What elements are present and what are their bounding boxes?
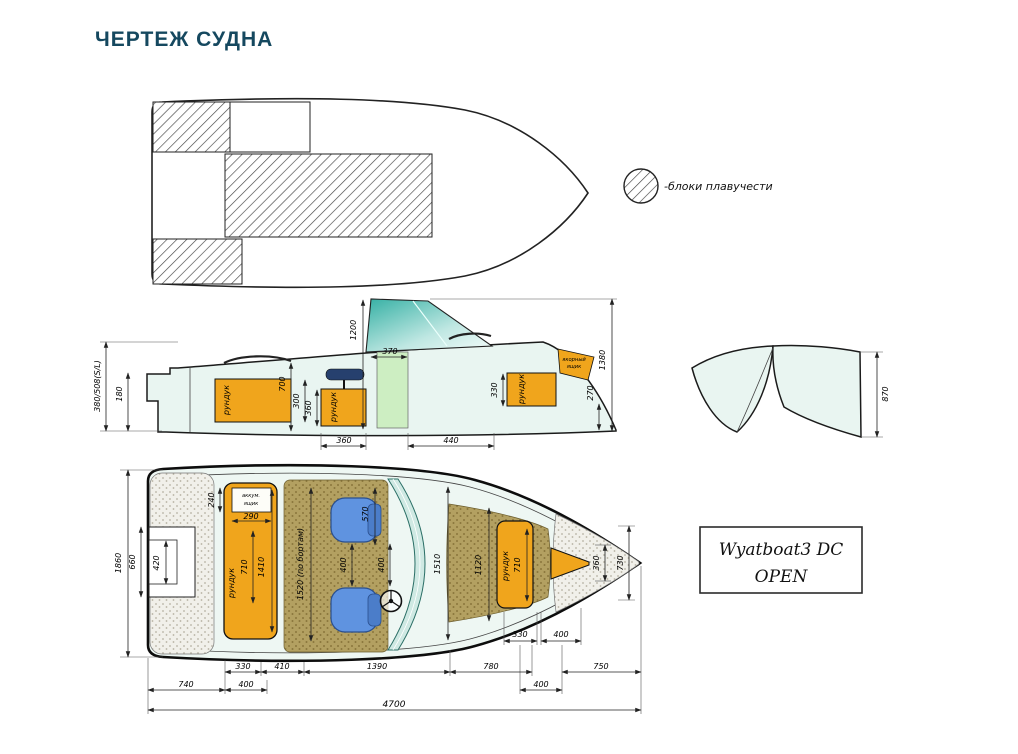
- dim-label: 420: [152, 555, 161, 570]
- dim-label: 750: [593, 662, 608, 671]
- battery-box-label: ящик: [244, 501, 259, 507]
- anchor-box-label: ящик: [567, 364, 582, 370]
- dim-label: 780: [483, 662, 498, 671]
- dim-label: 870: [881, 386, 890, 401]
- dim-label: 380/508(S/L): [93, 360, 102, 412]
- dim-label: 290: [243, 512, 258, 521]
- dim-label: 1510: [433, 554, 442, 574]
- dim-label: 400: [238, 680, 253, 689]
- transom-shape-right: [772, 344, 862, 438]
- dim-label: 1860: [114, 553, 123, 573]
- dim-label: 360: [304, 400, 313, 415]
- cockpit-rail: [223, 355, 292, 364]
- locker-label: рундук: [517, 374, 526, 405]
- foam-bay-empty: [229, 101, 311, 153]
- dim-label: 1120: [474, 555, 483, 575]
- dim-label: 1410: [257, 557, 266, 577]
- passenger-seat: [330, 497, 382, 543]
- dim-label: 1520 (по бортам): [296, 528, 305, 600]
- dim-label: 1380: [598, 350, 607, 370]
- anchor-box-label: якорный: [562, 357, 586, 363]
- dim-label: 330: [490, 382, 499, 397]
- bow-rail: [448, 332, 492, 340]
- dim-label: 1200: [349, 320, 358, 340]
- dim-label: 740: [178, 680, 193, 689]
- driver-seat: [330, 587, 382, 633]
- model-name: Wyatboat3 DC: [719, 540, 844, 560]
- locker-label: рундук: [501, 551, 510, 582]
- dim-label: 360: [592, 555, 601, 570]
- bottom-dimension-chain: 330 410 1390 780 750 740 400 400 4700: [147, 566, 642, 714]
- legend-label: -блоки плавучести: [664, 180, 773, 193]
- dim-label: 700: [278, 376, 287, 391]
- dim-label: 330: [512, 630, 527, 639]
- model-variant: OPEN: [755, 567, 809, 587]
- dim-label: 410: [274, 662, 289, 671]
- bow-locker-side: [214, 378, 292, 423]
- dim-label: 1390: [367, 662, 387, 671]
- buoyancy-legend-icon: [623, 168, 659, 204]
- side-view: рундук рундук рундук якорный ящик 380/50…: [93, 298, 617, 450]
- fwd-locker-plan: [496, 520, 534, 609]
- stern-locker-side: [506, 372, 557, 407]
- dim-label: 240: [207, 492, 216, 507]
- windshield-frame-line: [412, 300, 448, 347]
- buoyancy-block: [224, 153, 433, 238]
- anchor-locker-plan: [550, 547, 590, 580]
- locker-label: рундук: [227, 568, 236, 599]
- dim-label: 400: [339, 557, 348, 572]
- transom-seam: [736, 347, 774, 433]
- dim-label: 270: [586, 385, 595, 400]
- dim-label: 440: [443, 436, 458, 445]
- steering-wheel: [379, 589, 403, 613]
- title-block-frame: [699, 526, 863, 594]
- dim-label: 400: [533, 680, 548, 689]
- dim-label: 370: [382, 347, 397, 356]
- windshield-center-line: [392, 478, 421, 651]
- locker-label: рундук: [329, 392, 338, 423]
- console-strip: [376, 351, 409, 429]
- motor-recess-inner: [148, 539, 178, 585]
- windshield-plan: [387, 478, 426, 651]
- anchor-box-side: якорный ящик: [557, 348, 595, 381]
- dim-label: 710: [240, 559, 249, 574]
- mid-locker-side: [320, 388, 367, 427]
- battery-box-label: аккум.: [242, 493, 260, 499]
- dim-label: 400: [377, 557, 386, 572]
- plan-view: аккум. ящик рундук 710 1410 240 290 1520…: [114, 463, 643, 714]
- dim-label: 400: [553, 630, 568, 639]
- battery-box: [231, 487, 272, 513]
- page-title: ЧЕРТЕЖ СУДНА: [95, 28, 274, 51]
- dim-label: 300: [292, 393, 301, 408]
- top-view: [151, 97, 589, 289]
- dim-label: 180: [115, 386, 124, 401]
- windshield-side: [365, 298, 494, 353]
- legend: -блоки плавучести: [623, 168, 773, 204]
- dim-label: 330: [235, 662, 250, 671]
- dim-label: 730: [616, 555, 625, 570]
- dim-label: 360: [336, 436, 351, 445]
- title-block: Wyatboat3 DC OPEN: [699, 526, 863, 594]
- transom-view: 870: [691, 344, 890, 438]
- buoyancy-block: [152, 101, 231, 153]
- buoyancy-block: [152, 238, 243, 285]
- dim-label-total: 4700: [383, 700, 406, 710]
- dim-label: 570: [361, 506, 370, 521]
- transom-shape-left: [691, 345, 774, 433]
- dim-label: 660: [128, 554, 137, 569]
- dim-label: 710: [513, 557, 522, 572]
- locker-label: рундук: [222, 385, 231, 416]
